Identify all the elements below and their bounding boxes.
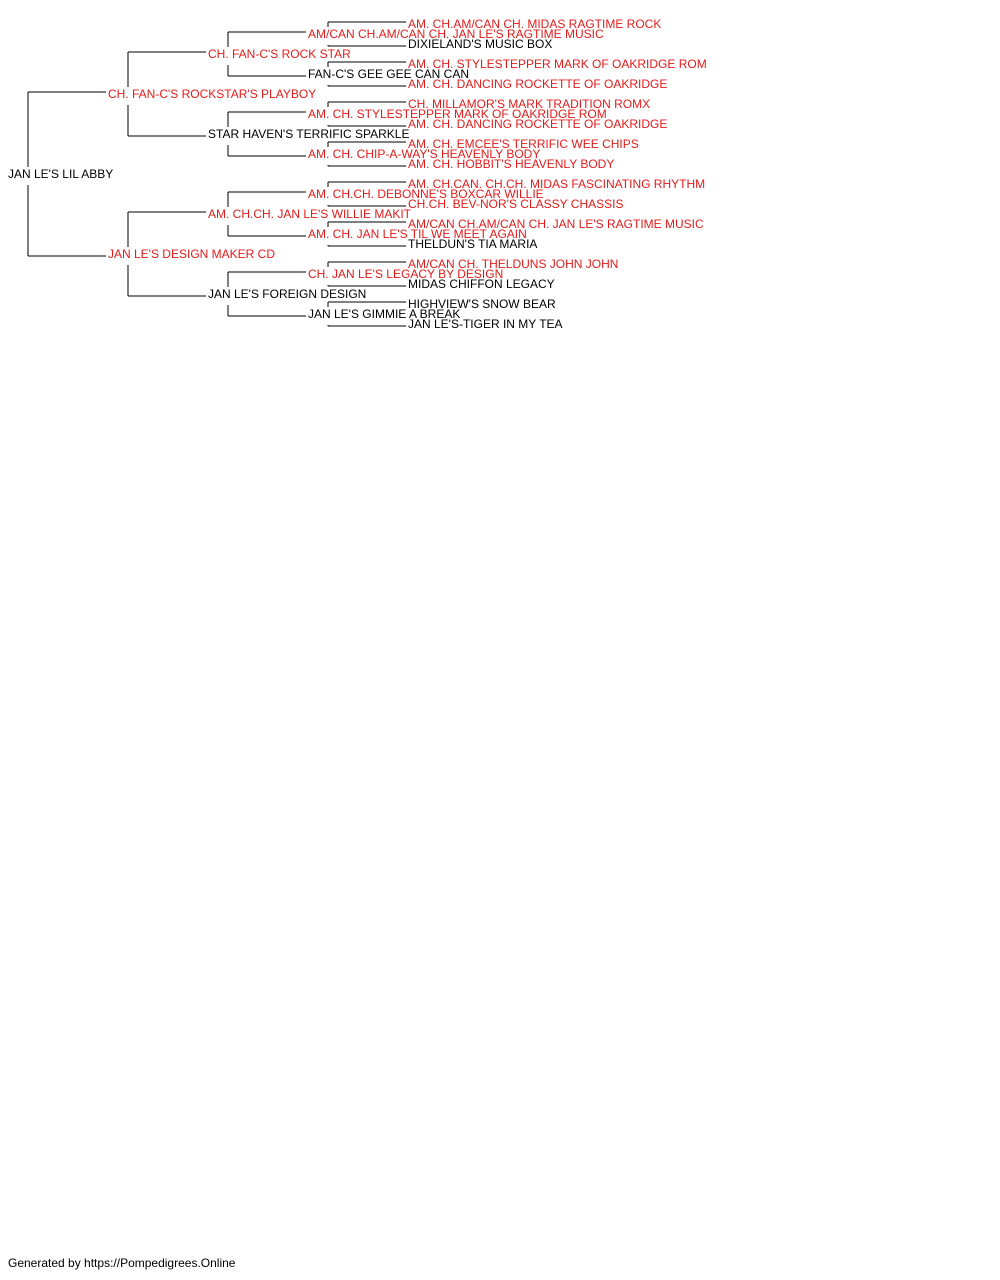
dog-name-gen-3: AM. CH. JAN LE'S TIL WE MEET AGAIN (308, 227, 527, 241)
dog-name-gen-3: AM. CH.CH. DEBONNE'S BOXCAR WILLIE (308, 187, 544, 201)
dog-name-gen-4: CH.CH. BEV-NOR'S CLASSY CHASSIS (408, 197, 623, 211)
dog-name-gen-3: JAN LE'S GIMMIE A BREAK (308, 307, 460, 321)
dog-name-gen-4: MIDAS CHIFFON LEGACY (408, 277, 555, 291)
dog-name-gen-4: AM/CAN CH.AM/CAN CH. JAN LE'S RAGTIME MU… (408, 217, 704, 231)
dog-name-gen-4: AM. CH. STYLESTEPPER MARK OF OAKRIDGE RO… (408, 57, 707, 71)
dog-name-gen-4: AM. CH.AM/CAN CH. MIDAS RAGTIME ROCK (408, 17, 661, 31)
dog-name-gen-3: AM/CAN CH.AM/CAN CH. JAN LE'S RAGTIME MU… (308, 27, 604, 41)
dog-name-gen-2: AM. CH.CH. JAN LE'S WILLIE MAKIT (208, 207, 412, 221)
dog-name-gen-3: AM. CH. STYLESTEPPER MARK OF OAKRIDGE RO… (308, 107, 607, 121)
dog-name-gen-0: JAN LE'S LIL ABBY (8, 167, 113, 181)
dog-name-gen-4: AM. CH.CAN. CH.CH. MIDAS FASCINATING RHY… (408, 177, 705, 191)
dog-name-gen-4: JAN LE'S-TIGER IN MY TEA (408, 317, 563, 331)
dog-name-gen-4: CH. MILLAMOR'S MARK TRADITION ROMX (408, 97, 650, 111)
dog-name-gen-4: THELDUN'S TIA MARIA (408, 237, 537, 251)
generated-by-footer: Generated by https://Pompedigrees.Online (8, 1256, 236, 1270)
dog-name-gen-3: AM. CH. CHIP-A-WAY'S HEAVENLY BODY (308, 147, 540, 161)
dog-name-gen-4: HIGHVIEW'S SNOW BEAR (408, 297, 556, 311)
dog-name-gen-2: CH. FAN-C'S ROCK STAR (208, 47, 351, 61)
dog-name-gen-4: AM. CH. HOBBIT'S HEAVENLY BODY (408, 157, 614, 171)
dog-name-gen-2: JAN LE'S FOREIGN DESIGN (208, 287, 366, 301)
dog-name-gen-2: STAR HAVEN'S TERRIFIC SPARKLE (208, 127, 409, 141)
dog-name-gen-1: CH. FAN-C'S ROCKSTAR'S PLAYBOY (108, 87, 316, 101)
dog-name-gen-3: FAN-C'S GEE GEE CAN CAN (308, 67, 469, 81)
dog-name-gen-4: AM. CH. DANCING ROCKETTE OF OAKRIDGE (408, 117, 667, 131)
dog-name-gen-1: JAN LE'S DESIGN MAKER CD (108, 247, 275, 261)
dog-name-gen-3: CH. JAN LE'S LEGACY BY DESIGN (308, 267, 503, 281)
dog-name-gen-4: AM. CH. EMCEE'S TERRIFIC WEE CHIPS (408, 137, 639, 151)
dog-name-gen-4: AM. CH. DANCING ROCKETTE OF OAKRIDGE (408, 77, 667, 91)
dog-name-gen-4: AM/CAN CH. THELDUNS JOHN JOHN (408, 257, 618, 271)
dog-name-gen-4: DIXIELAND'S MUSIC BOX (408, 37, 552, 51)
